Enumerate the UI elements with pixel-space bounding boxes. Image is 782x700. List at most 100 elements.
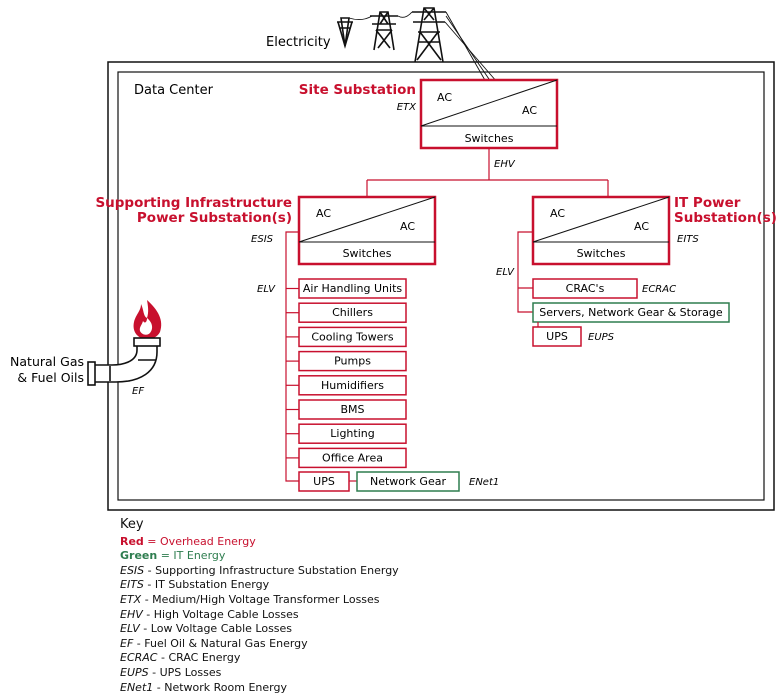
- eits-label: EITS: [677, 234, 699, 245]
- site-substation-box: AC AC Switches: [419, 78, 559, 150]
- load-box: [298, 278, 407, 299]
- servers-box: [532, 302, 730, 323]
- legend-desc: - Fuel Oil & Natural Gas Energy: [133, 636, 308, 650]
- load-box: [298, 302, 407, 323]
- legend-abbr: ETX: [120, 592, 142, 606]
- site-ac-right: AC: [522, 104, 537, 117]
- legend-row: ETX - Medium/High Voltage Transformer Lo…: [120, 593, 399, 608]
- load-box: [298, 350, 407, 372]
- etx-label: ETX: [397, 102, 417, 113]
- supporting-substation-box: AC AC Switches: [297, 195, 437, 266]
- load-box: [298, 399, 407, 420]
- supporting-ups: UPS: [313, 475, 335, 488]
- supporting-ac-left: AC: [316, 207, 331, 220]
- data-center-boundary: [107, 61, 775, 511]
- supporting-elv-label: ELV: [257, 284, 276, 295]
- legend-desc: - Medium/High Voltage Transformer Losses: [141, 592, 380, 606]
- power-line-wires: [348, 11, 498, 83]
- legend-abbr: ENet1: [120, 680, 154, 694]
- legend-row: ESIS - Supporting Infrastructure Substat…: [120, 564, 399, 579]
- ecrac-label: ECRAC: [642, 284, 676, 295]
- ef-label: EF: [132, 386, 144, 397]
- enet1-label: ENet1: [469, 477, 499, 488]
- supporting-ac-right: AC: [400, 220, 415, 233]
- load-box: [298, 326, 407, 348]
- eits-connector: [517, 231, 533, 313]
- site-switches: Switches: [465, 132, 514, 145]
- legend: Key Red = Overhead Energy Green = IT Ene…: [120, 517, 399, 696]
- legend-red-row: Red = Overhead Energy: [120, 535, 399, 550]
- it-elv-label: ELV: [496, 267, 515, 278]
- data-center-title: Data Center: [134, 83, 214, 98]
- load-box: [298, 447, 407, 469]
- legend-row: ENet1 - Network Room Energy: [120, 681, 399, 696]
- gas-label-line2: & Fuel Oils: [17, 370, 84, 385]
- esis-connector: [285, 231, 299, 482]
- legend-red-desc: = Overhead Energy: [143, 534, 256, 548]
- electricity-label: Electricity: [266, 35, 331, 50]
- legend-abbr: ELV: [120, 622, 140, 636]
- load-box: [298, 423, 407, 444]
- it-switches: Switches: [577, 247, 626, 260]
- legend-abbr: EF: [120, 636, 134, 650]
- gas-pipe-icon: [87, 337, 161, 386]
- legend-green-desc: = IT Energy: [157, 549, 226, 563]
- it-substation-box: AC AC Switches: [531, 195, 671, 266]
- it-title-line1: IT Power: [674, 195, 741, 211]
- servers-label: Servers, Network Gear & Storage: [539, 306, 723, 319]
- ehv-connector: [366, 148, 609, 197]
- eups-label: EUPS: [588, 332, 615, 343]
- legend-abbr: EUPS: [120, 665, 149, 679]
- gas-label-line1: Natural Gas: [10, 354, 84, 369]
- legend-green-row: Green = IT Energy: [120, 549, 399, 564]
- legend-row: EHV - High Voltage Cable Losses: [120, 608, 399, 623]
- supporting-title-line2: Power Substation(s): [137, 210, 292, 226]
- legend-desc: - CRAC Energy: [157, 651, 241, 665]
- power-tower-icon: [337, 7, 446, 63]
- site-substation-title: Site Substation: [299, 82, 416, 98]
- legend-abbr: ESIS: [120, 563, 145, 577]
- it-ups-label: UPS: [546, 330, 568, 343]
- flame-icon: [133, 300, 162, 340]
- it-ups-box: [532, 326, 582, 347]
- legend-row: EITS - IT Substation Energy: [120, 578, 399, 593]
- load-label: Chillers: [332, 306, 373, 319]
- esis-label: ESIS: [251, 234, 274, 245]
- data-center-inner-boundary: [117, 71, 765, 501]
- supporting-switches: Switches: [343, 247, 392, 260]
- legend-desc: - Low Voltage Cable Losses: [139, 622, 293, 636]
- it-ac-left: AC: [550, 207, 565, 220]
- legend-row: EF - Fuel Oil & Natural Gas Energy: [120, 637, 399, 652]
- load-box: [298, 375, 407, 396]
- legend-desc: - Supporting Infrastructure Substation E…: [144, 563, 399, 577]
- legend-red-term: Red: [120, 534, 144, 548]
- crac-box: [532, 278, 638, 299]
- load-label: Humidifiers: [321, 379, 384, 392]
- legend-abbr: EHV: [120, 607, 143, 621]
- network-gear: Network Gear: [370, 475, 446, 488]
- legend-desc: - IT Substation Energy: [143, 578, 270, 592]
- load-label: Lighting: [330, 427, 374, 440]
- load-label: BMS: [340, 403, 364, 416]
- load-label: Air Handling Units: [303, 282, 403, 295]
- legend-row: ELV - Low Voltage Cable Losses: [120, 622, 399, 637]
- legend-desc: - UPS Losses: [148, 665, 222, 679]
- it-ac-right: AC: [634, 220, 649, 233]
- load-label: Pumps: [334, 355, 371, 368]
- legend-row: EUPS - UPS Losses: [120, 666, 399, 681]
- legend-row: ECRAC - CRAC Energy: [120, 651, 399, 666]
- supporting-ups-group: UPS Network Gear ENet1: [298, 471, 499, 492]
- crac-label: CRAC's: [566, 282, 605, 295]
- site-ac-left: AC: [437, 91, 452, 104]
- legend-abbr: ECRAC: [120, 651, 158, 665]
- load-label: Office Area: [322, 451, 383, 464]
- legend-green-term: Green: [120, 549, 158, 563]
- legend-desc: - High Voltage Cable Losses: [142, 607, 299, 621]
- ehv-label: EHV: [494, 159, 516, 170]
- supporting-title-line1: Supporting Infrastructure: [95, 195, 292, 211]
- legend-desc: - Network Room Energy: [153, 680, 287, 694]
- it-title-line2: Substation(s): [674, 210, 777, 226]
- legend-title: Key: [120, 517, 144, 532]
